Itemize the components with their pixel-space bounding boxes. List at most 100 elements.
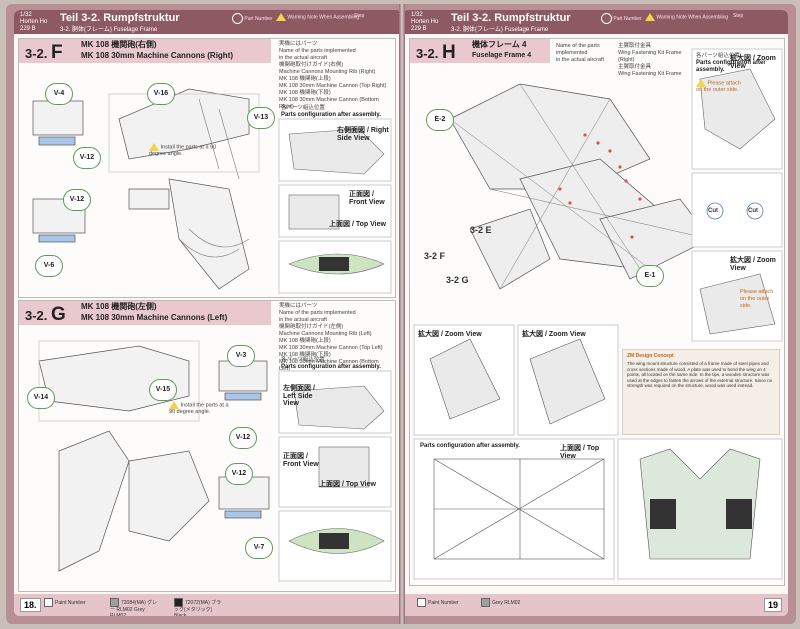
page-number: 19 [763, 598, 782, 612]
part-label-v-13: V-13 [247, 107, 275, 129]
top-view-label: 上面図 / Top View [329, 221, 386, 228]
legend-step: Step [733, 13, 744, 19]
paint-number-icon [417, 598, 426, 607]
part-label-v-15: V-15 [149, 379, 177, 401]
section-number: 3-2. G [25, 304, 66, 325]
front-view-label: 正面図 / Front View [283, 453, 319, 468]
legend-warning: Warning Note When Assembling [276, 13, 359, 21]
part-label-v-12-second: V-12 [63, 189, 91, 211]
swatch-icon [174, 598, 183, 607]
design-concept-box: ZM Design Concept The wing mount structu… [622, 349, 780, 435]
section-3-2-h: 3-2. H 機体フレーム 4 Fuselage Frame 4 Name of… [409, 38, 785, 586]
zoom-view-label-3: 拡大図 / Zoom View [418, 331, 482, 338]
paint-grey-rlm02: 72084(MA) グレー RLM02 Grey RLM02 [110, 598, 158, 616]
legend-part: Part Number [601, 13, 642, 24]
part-label-v-12-second: V-12 [225, 463, 253, 485]
section-title-en: MK 108 30mm Machine Cannons (Right) [81, 51, 234, 60]
warning-triangle-icon [696, 79, 706, 87]
kit-scale: 1/32 Horten Ho 229 B [20, 12, 48, 32]
assembly-drawing-f [32, 88, 392, 294]
section-band: 3-2. G MK 108 機関砲(左側) MK 108 30mm Machin… [19, 301, 271, 325]
section-number: 3-2. F [25, 42, 63, 63]
design-concept-body: The wing mount structure consisted of a … [627, 361, 773, 388]
front-view-label: 正面図 / Front View [349, 191, 385, 206]
warning-triangle-icon [149, 143, 159, 151]
part-label-v-12: V-12 [229, 427, 257, 449]
cut-mark-right: Cut [748, 208, 758, 214]
part-number-circle-icon [601, 13, 612, 24]
part-label-v-4: V-4 [45, 83, 73, 105]
right-page: 1/32 Horten Ho 229 B Teil 3-2. Rumpfstru… [405, 10, 788, 616]
swatch-icon [110, 598, 119, 607]
right-side-view-label: 右側面図 / Right Side View [337, 127, 389, 142]
warning-triangle-icon [169, 401, 179, 409]
parts-note: 実機にはパーツ Name of the parts implemented in… [279, 303, 383, 372]
section-title-jp: MK 108 機関砲(左側) [81, 302, 157, 311]
left-side-view-label: 左側面図 / Left Side View [283, 385, 315, 407]
page-subtitle: 3-2. 胴体(フレーム) Fuselage Frame [60, 27, 158, 33]
part-label-v-7: V-7 [245, 537, 273, 559]
page-title: Teil 3-2. Rumpfstruktur [60, 12, 180, 24]
part-number-circle-icon [232, 13, 243, 24]
booklet-gutter [399, 4, 405, 624]
legend-warning: Warning Note When Assembling [645, 13, 728, 21]
section-3-2-g: 3-2. G MK 108 機関砲(左側) MK 108 30mm Machin… [18, 300, 396, 592]
paint-black: 72072(MA) ブラック(メタリック) Black [174, 598, 222, 616]
top-view-config-note: Parts configuration after assembly. [420, 443, 520, 449]
zoom-view-label-4: 拡大図 / Zoom View [522, 331, 586, 338]
legend-step: Step [354, 13, 365, 19]
paint-grey-rlm02: Grey RLM02 [481, 598, 520, 607]
section-band: 3-2. H 機体フレーム 4 Fuselage Frame 4 [410, 39, 550, 63]
booklet-spread: 1/32 Horten Ho 229 B Teil 3-2. Rumpfstru… [6, 4, 796, 624]
left-footer: Paint Number 72084(MA) グレー RLM02 Grey RL… [14, 594, 399, 616]
page-number: 18. [20, 598, 41, 612]
section-band: 3-2. F MK 108 機関砲(右側) MK 108 30mm Machin… [19, 39, 271, 63]
top-view-label: 上面図 / Top View [319, 481, 376, 488]
top-view-label: 上面図 / Top View [560, 445, 600, 460]
part-label-v-3: V-3 [227, 345, 255, 367]
paint-number-icon [44, 598, 53, 607]
part-label-e-1: E-1 [636, 265, 664, 287]
paint-number-legend: Paint Number [417, 598, 459, 607]
step-ref-3-2-g: 3-2 G [446, 275, 469, 285]
section-title-jp: 機体フレーム 4 [472, 40, 527, 49]
part-label-v-6: V-6 [35, 255, 63, 277]
section-3-2-f: 3-2. F MK 108 機関砲(右側) MK 108 30mm Machin… [18, 38, 396, 298]
zoom-view-label-1: 拡大図 / Zoom View [730, 55, 776, 70]
attach-note: Please attach on the outer side. [696, 79, 741, 94]
section-title-en: Fuselage Frame 4 [472, 52, 532, 59]
angle-warning-note: Install the parts at a 90 degree angle. [169, 401, 229, 416]
frame-assembly-drawing [413, 48, 783, 580]
left-page-header: 1/32 Horten Ho 229 B Teil 3-2. Rumpfstru… [14, 10, 399, 34]
angle-warning-note: Install the parts at a 90 degree angle. [149, 143, 217, 158]
page-subtitle: 3-2. 胴体(フレーム) Fuselage Frame [451, 27, 549, 33]
right-footer: Paint Number Grey RLM02 [405, 594, 788, 616]
part-label-v-16: V-16 [147, 83, 175, 105]
part-label-v-14: V-14 [27, 387, 55, 409]
legend-part: Part Number [232, 13, 273, 24]
swatch-icon [481, 598, 490, 607]
design-concept-title: ZM Design Concept [627, 353, 674, 359]
parts-note: 実機にはパーツ Name of the parts implemented in… [279, 41, 387, 110]
kit-scale: 1/32 Horten Ho 229 B [411, 12, 439, 32]
zoom-view-label-2: 拡大図 / Zoom View [730, 257, 776, 272]
section-title-en: MK 108 30mm Machine Cannons (Left) [81, 313, 228, 322]
paint-number-legend: Paint Number [44, 598, 86, 607]
warning-triangle-icon [276, 13, 286, 21]
right-page-header: 1/32 Horten Ho 229 B Teil 3-2. Rumpfstru… [405, 10, 788, 34]
part-label-e-2: E-2 [426, 109, 454, 131]
cut-mark-left: Cut [708, 208, 718, 214]
step-ref-3-2-e: 3-2 E [470, 225, 492, 235]
assembly-drawing-g [38, 340, 392, 582]
guide-note: Please attach on the outer side. [740, 289, 774, 309]
section-number: 3-2. H [416, 42, 456, 63]
page-title: Teil 3-2. Rumpfstruktur [451, 12, 571, 24]
warning-triangle-icon [645, 13, 655, 21]
part-label-v-12: V-12 [73, 147, 101, 169]
section-title-jp: MK 108 機関砲(右側) [81, 40, 157, 49]
left-page: 1/32 Horten Ho 229 B Teil 3-2. Rumpfstru… [14, 10, 399, 616]
